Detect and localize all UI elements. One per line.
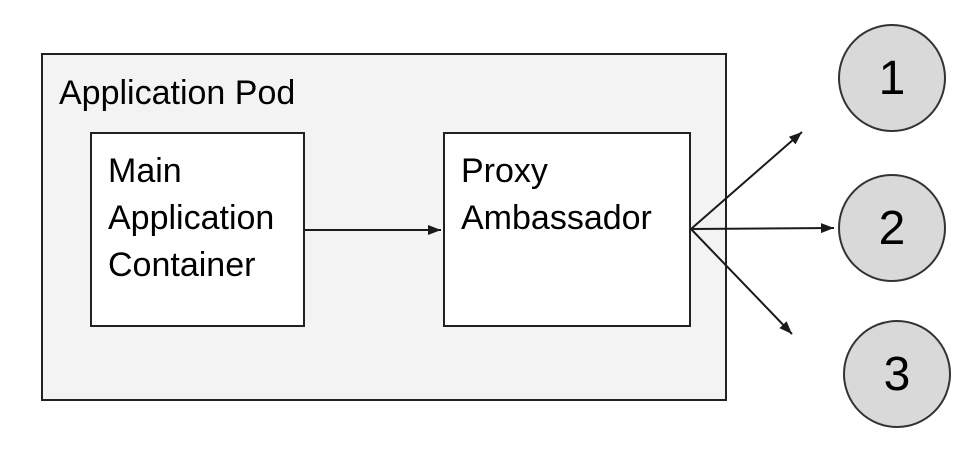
endpoint-node-1: 1 xyxy=(838,24,946,132)
node-proxy-label: Proxy Ambassador xyxy=(461,152,652,237)
node-proxy-ambassador: Proxy Ambassador xyxy=(443,132,691,327)
endpoint-3-label: 3 xyxy=(883,347,911,401)
endpoint-1-label: 1 xyxy=(878,51,906,105)
application-pod-label: Application Pod xyxy=(59,74,296,112)
endpoint-node-3: 3 xyxy=(843,320,951,428)
node-main-application-container: Main Application Container xyxy=(90,132,305,327)
node-main-label: Main Application Container xyxy=(108,152,275,284)
endpoint-node-2: 2 xyxy=(838,174,946,282)
endpoint-2-label: 2 xyxy=(878,201,906,255)
application-pod-group: Application Pod Main Application Contain… xyxy=(41,53,727,401)
